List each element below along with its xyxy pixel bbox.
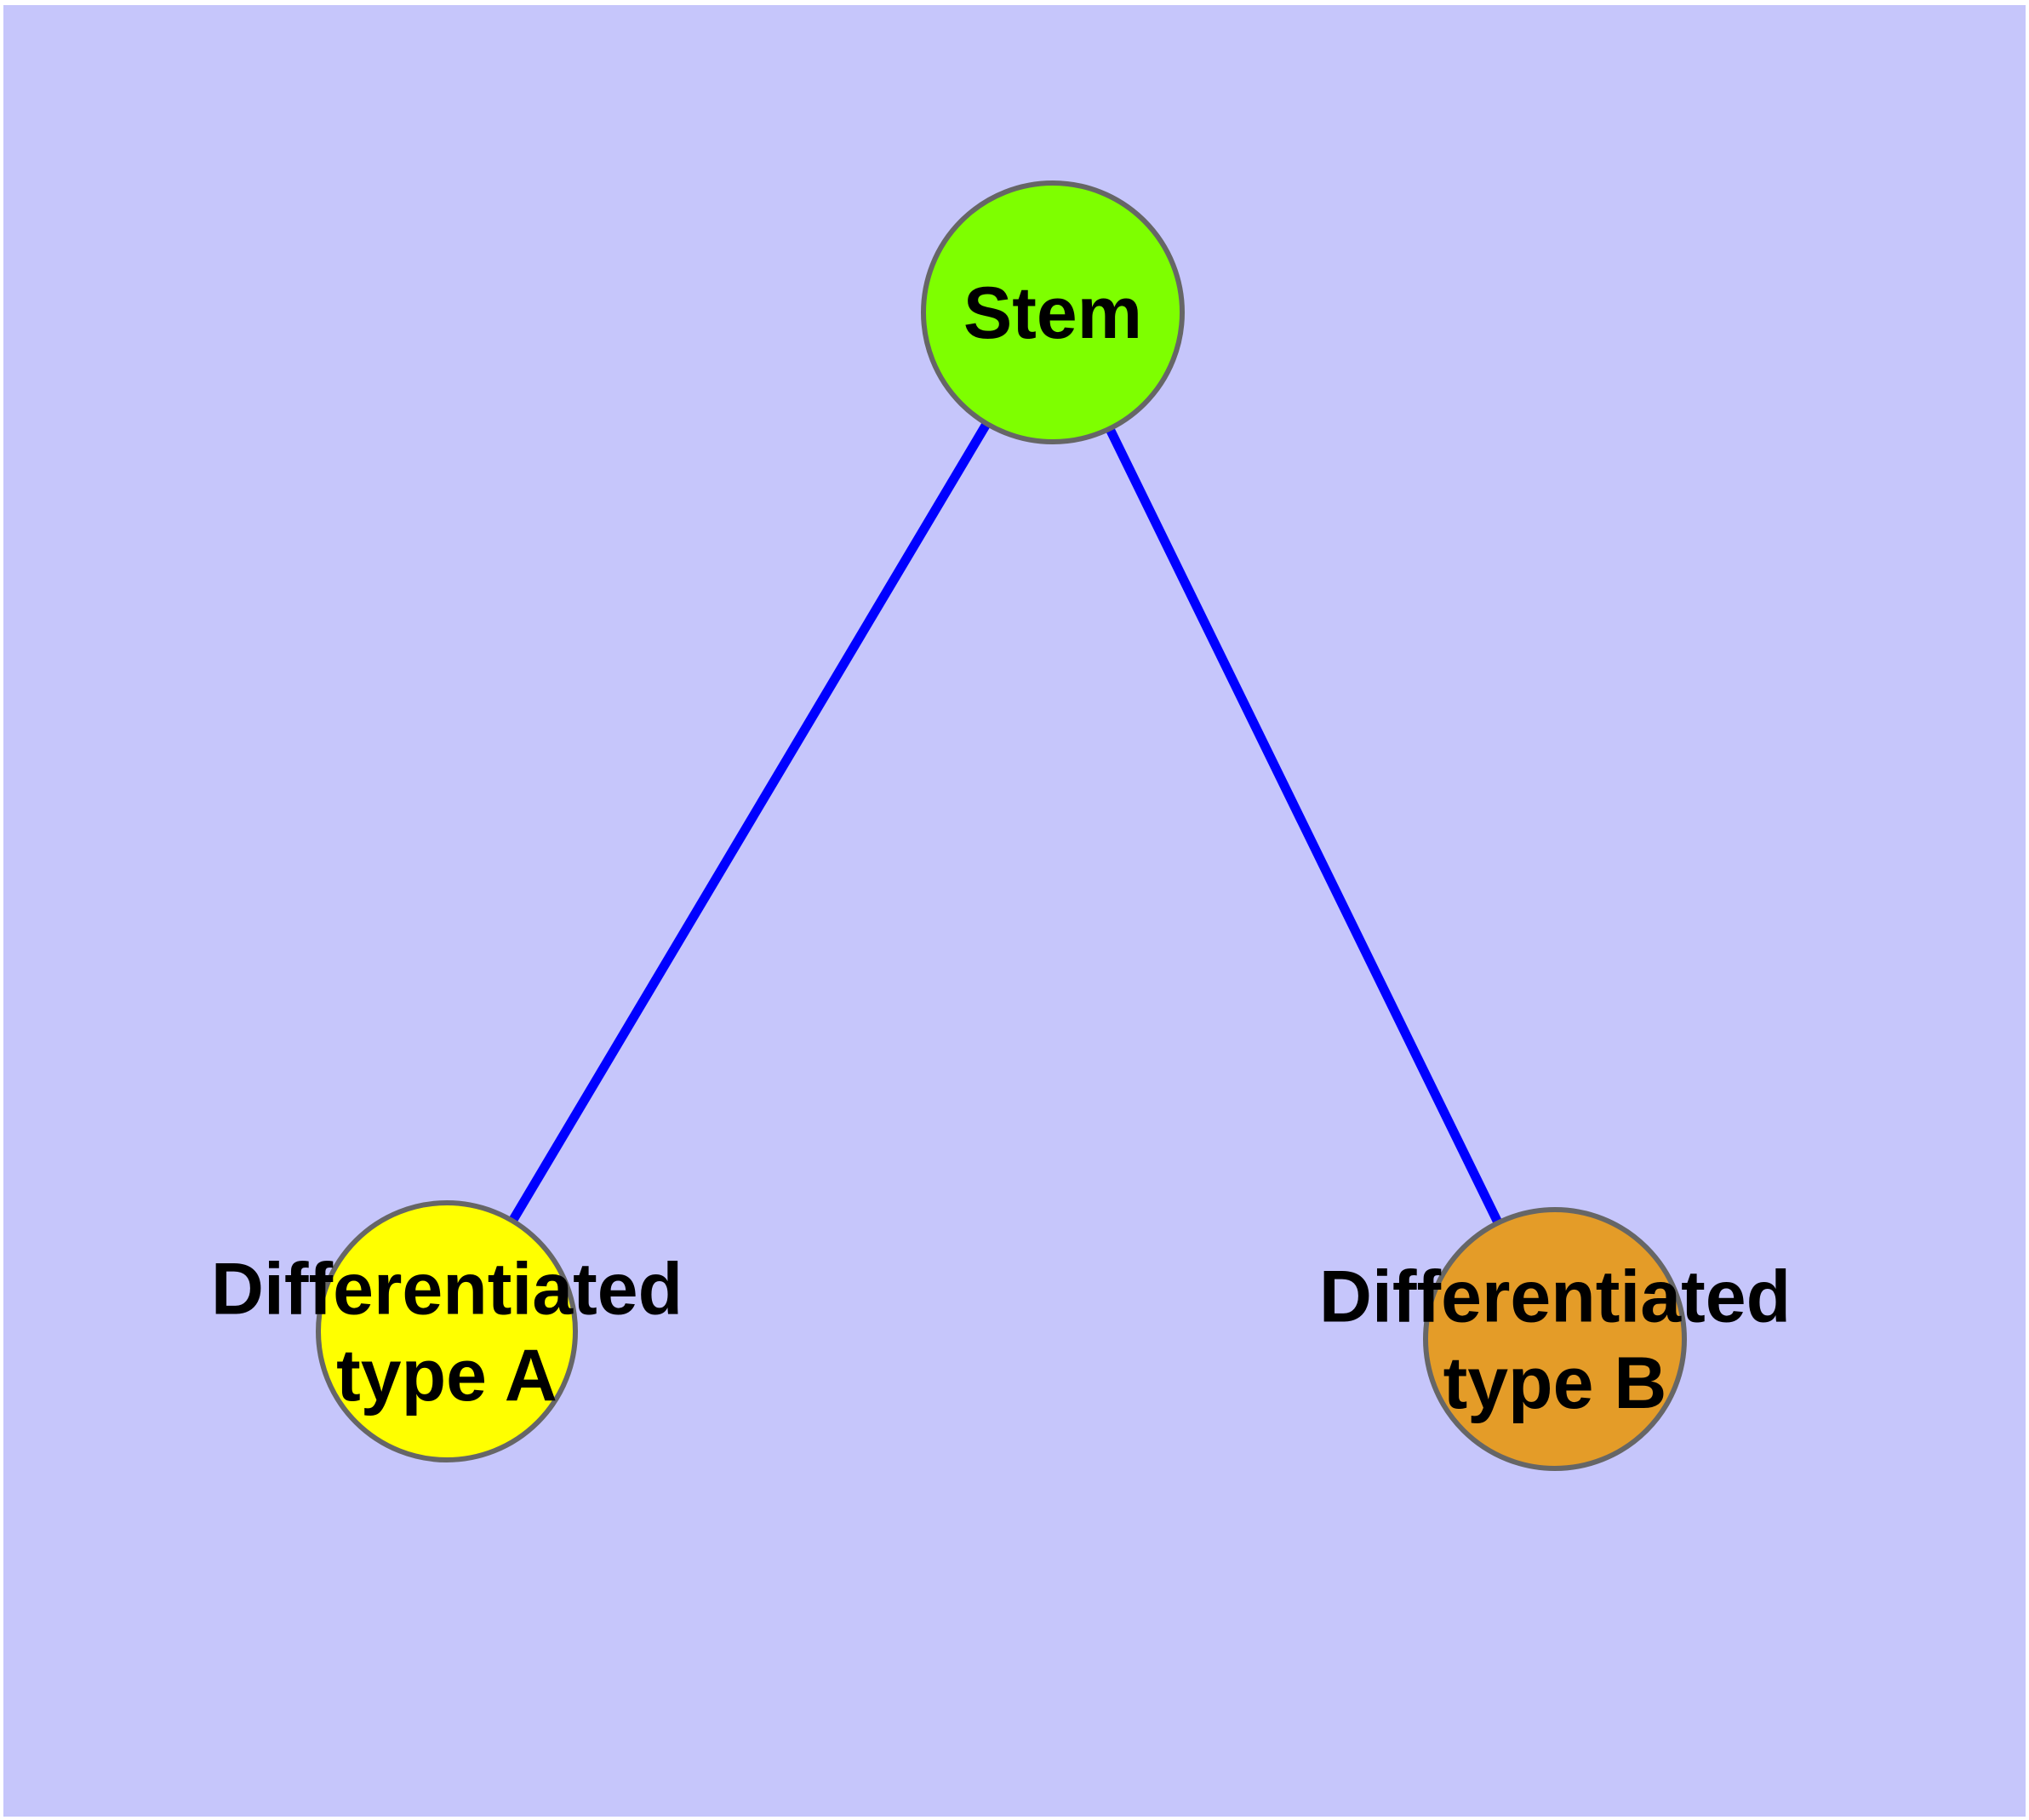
node-stem-label: Stem <box>963 272 1142 354</box>
node-differentiated-type-b-circle[interactable] <box>1423 1207 1687 1471</box>
edge-stem-to-differentiated-type-b[interactable] <box>1049 310 1559 1342</box>
node-circle-layer <box>316 180 1687 1471</box>
edge-stem-to-differentiated-type-a[interactable] <box>443 310 1057 1334</box>
edge-layer <box>443 310 1559 1342</box>
node-differentiated-type-a-circle[interactable] <box>316 1200 578 1462</box>
node-stem-circle[interactable] <box>921 180 1185 444</box>
